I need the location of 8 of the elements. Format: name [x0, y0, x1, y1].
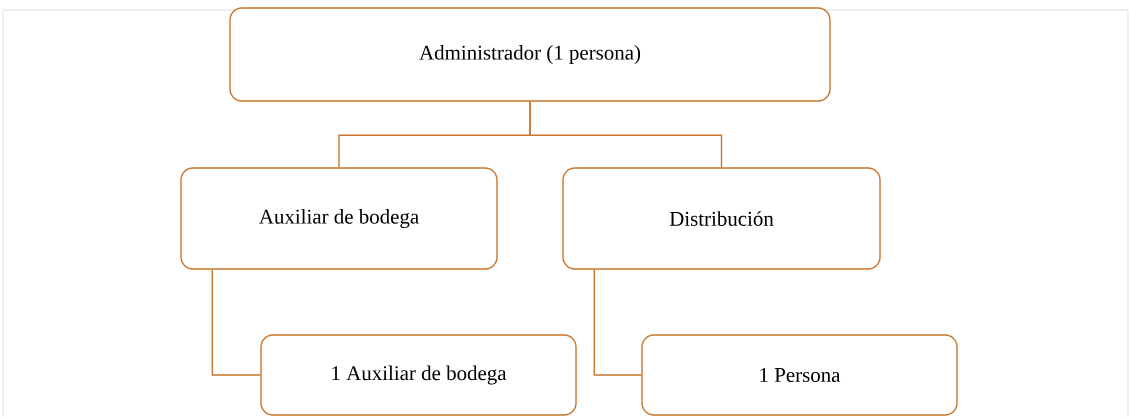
- org-box: Auxiliar de bodega: [180, 167, 498, 270]
- connector-line: [529, 101, 723, 168]
- connector-line: [593, 269, 642, 376]
- org-box: 1 Auxiliar de bodega: [260, 334, 577, 416]
- connector-line: [211, 269, 261, 376]
- org-box: Administrador (1 persona): [229, 7, 831, 102]
- org-box: 1 Persona: [641, 334, 958, 416]
- org-box: Distribución: [562, 167, 881, 270]
